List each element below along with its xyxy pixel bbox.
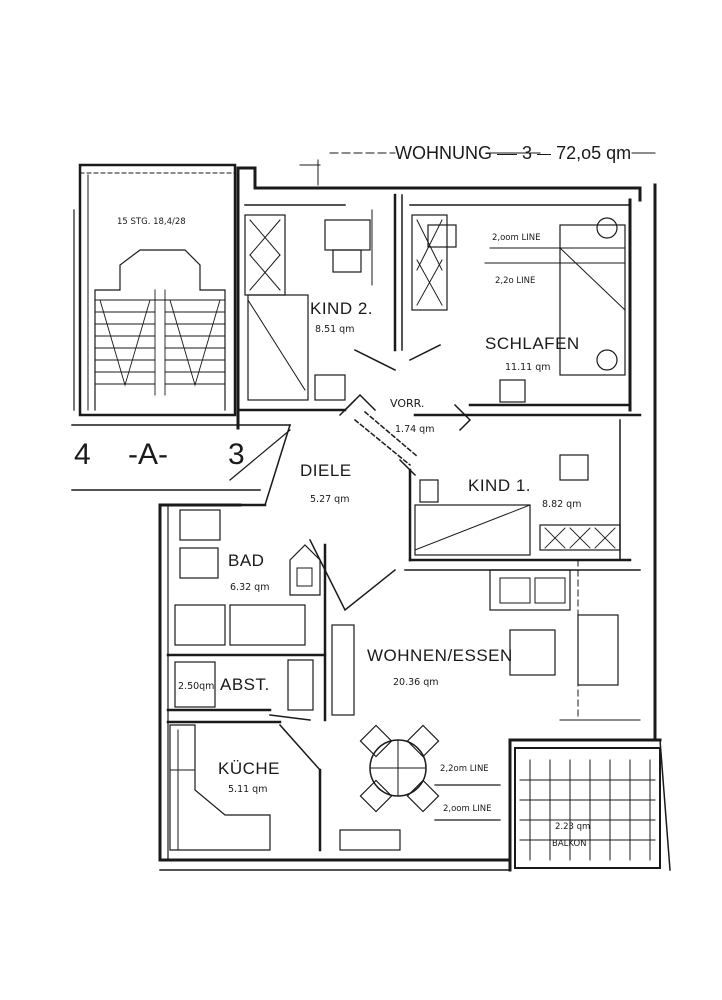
room-schlafen [409,204,632,407]
room-area-abst: 2.50qm [178,681,215,692]
room-area-kueche: 5.11 qm [228,784,268,795]
staircase-marker-middle: -A- [128,438,168,471]
apartment-label: WOHNUNG [395,143,492,163]
stair-label: 15 STG. 18,4/28 [117,217,186,227]
dimension-schlafen-mid: 2,2o LINE [495,276,536,286]
room-kind2 [236,193,403,412]
balcony [514,739,671,871]
room-wohnen-essen [331,559,641,851]
room-name-wohnen: WOHNEN/ESSEN [367,646,513,665]
room-abst [166,659,314,721]
title-dimension-line [299,152,656,186]
apartment-number: 3 [522,143,533,163]
room-kind1 [408,413,642,562]
room-vorr-diele [264,343,472,612]
dimension-wohnen-upper: 2,2om LINE [440,764,489,774]
room-name-abst: ABST. [220,675,270,694]
staircase-marker-left: 4 [74,438,91,471]
staircase-marker-right: 3 [228,438,245,471]
room-area-schlafen: 11.11 qm [505,362,551,373]
staircase [71,163,291,491]
room-area-balkon: 2.23 qm [555,822,591,832]
dimension-schlafen-top: 2,oom LINE [492,233,541,243]
room-bad [166,503,327,722]
room-area-kind1: 8.82 qm [542,499,582,510]
room-area-bad: 6.32 qm [230,582,270,593]
room-name-kind1: KIND 1. [468,476,532,495]
room-name-schlafen: SCHLAFEN [485,334,580,353]
exterior-walls [158,166,662,872]
dimension-wohnen-lower: 2,oom LINE [443,804,492,814]
room-area-wohnen: 20.36 qm [393,677,439,688]
room-area-kind2: 8.51 qm [315,324,355,335]
room-name-bad: BAD [228,551,265,570]
room-area-diele: 5.27 qm [310,494,350,505]
room-name-kind2: KIND 2. [310,299,374,318]
room-name-kueche: KÜCHE [218,759,281,778]
apartment-area: 72,o5 qm [556,143,632,163]
room-area-vorr: 1.74 qm [395,424,435,435]
room-kueche [166,720,322,852]
room-name-vorr: VORR. [390,397,425,410]
room-name-balkon: BALKON [552,839,587,849]
room-name-diele: DIELE [300,461,352,480]
